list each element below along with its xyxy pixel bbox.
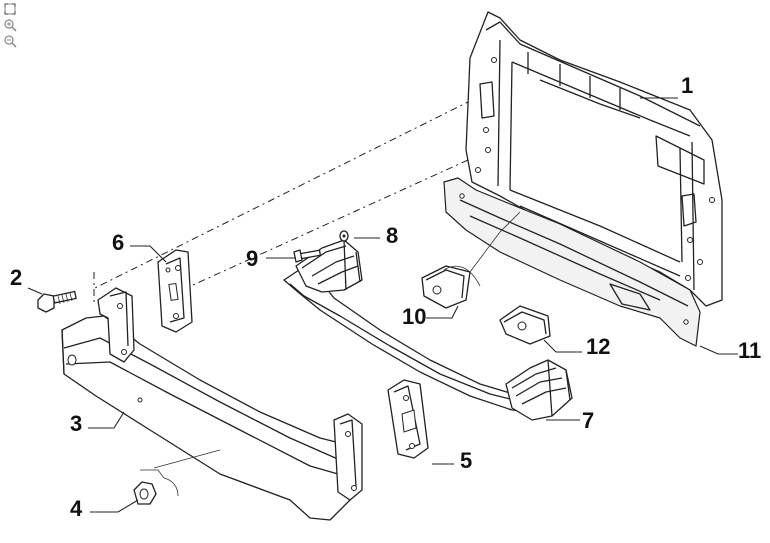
part-11-lower-crossmember — [443, 177, 701, 347]
fit-page-icon[interactable] — [3, 2, 17, 16]
part-7-upper-beam — [283, 239, 573, 421]
callout-9[interactable]: 9 — [246, 246, 258, 271]
part-5-plate — [387, 379, 429, 459]
callout-12[interactable]: 12 — [586, 334, 610, 359]
part-6-plate — [157, 249, 193, 333]
callout-6[interactable]: 6 — [112, 230, 124, 255]
zoom-out-icon[interactable] — [3, 34, 17, 48]
part-1-front-end-carrier — [465, 11, 723, 307]
viewer-toolbar — [3, 2, 19, 48]
callout-8[interactable]: 8 — [386, 223, 398, 248]
callout-11[interactable]: 11 — [738, 338, 761, 363]
part-4-nut — [133, 481, 157, 505]
zoom-in-icon[interactable] — [3, 18, 17, 32]
part-10-bracket — [421, 265, 481, 309]
alignment-lines — [93, 99, 473, 305]
part-9-bolt — [293, 249, 322, 263]
part-8-washer — [339, 230, 349, 242]
callout-labels: 1 2 3 4 5 6 7 8 9 10 11 12 — [10, 73, 761, 521]
callout-3[interactable]: 3 — [70, 411, 82, 436]
callout-2[interactable]: 2 — [10, 265, 22, 290]
callout-5[interactable]: 5 — [460, 448, 472, 473]
callout-1[interactable]: 1 — [681, 73, 693, 98]
callout-7[interactable]: 7 — [582, 408, 594, 433]
part-3-bumper-beam — [61, 287, 363, 521]
leader-lines — [27, 97, 738, 513]
part-12-bracket — [499, 305, 551, 345]
callout-4[interactable]: 4 — [70, 496, 83, 521]
part-2-bolt — [37, 290, 77, 313]
callout-10[interactable]: 10 — [402, 304, 426, 329]
